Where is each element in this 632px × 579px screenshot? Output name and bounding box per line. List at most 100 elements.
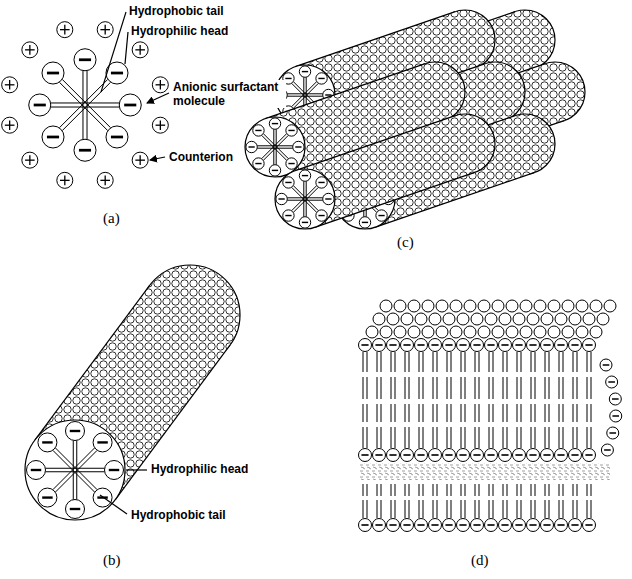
callout-label: Hydrophilic head [150, 462, 249, 476]
hydrophobic-tail [587, 377, 588, 399]
hydrophobic-tail [423, 352, 424, 372]
head-circle [443, 519, 456, 532]
hydrophobic-tail [405, 427, 406, 448]
minus-sign [417, 454, 424, 456]
figure-letter: (d) [470, 552, 490, 569]
head-circle [569, 519, 582, 532]
hydrophobic-tail [363, 484, 364, 496]
head-circle [443, 449, 456, 462]
hydrophobic-tail [503, 500, 504, 518]
hydrophobic-tail [363, 404, 364, 422]
head-circle [415, 339, 428, 352]
hydrophobic-tail [276, 135, 289, 148]
minus-sign [325, 198, 331, 199]
hydrophobic-tail [489, 404, 490, 422]
head-circle [583, 313, 595, 325]
minus-sign [272, 170, 278, 171]
hydrophobic-tail [433, 427, 434, 448]
hydrophobic-tail [377, 427, 378, 448]
hydrophobic-tail [587, 427, 588, 448]
head-circle [253, 125, 264, 136]
hydrophobic-tail [46, 471, 76, 472]
hydrophobic-tail [479, 404, 480, 422]
minus-sign [47, 72, 59, 75]
leader-line [100, 495, 127, 514]
hydrophobic-tail [503, 352, 504, 372]
head-circle [380, 300, 392, 312]
minus-sign [302, 175, 308, 176]
hydrophobic-tail [507, 484, 508, 496]
hydrophobic-tail [363, 427, 364, 448]
hydrophobic-tail [447, 427, 448, 448]
head-circle [513, 313, 525, 325]
minus-sign [111, 136, 123, 139]
head-circle [299, 217, 310, 228]
minus-sign [42, 496, 52, 498]
head-circle [429, 519, 442, 532]
head-circle [436, 326, 448, 338]
minus-sign [318, 182, 324, 183]
hydrophobic-tail [409, 484, 410, 496]
head-circle [471, 449, 484, 462]
hydrophobic-tail [573, 484, 574, 496]
head-circle [401, 313, 413, 325]
hydrophobic-tail [367, 500, 368, 518]
head-circle [485, 449, 498, 462]
hydrophobic-tail [461, 427, 462, 448]
leader-line [126, 469, 147, 470]
hydrophobic-tail [451, 352, 452, 372]
head-circle [548, 326, 560, 338]
minus-sign [571, 524, 578, 526]
minus-sign [285, 78, 291, 79]
hydrophobic-tail [395, 377, 396, 399]
micelle-surface [295, 116, 475, 228]
hydrophobic-tail [517, 377, 518, 399]
hydrophobic-tail [465, 500, 466, 518]
hydrophobic-tail [447, 404, 448, 422]
head-circle [366, 326, 378, 338]
head-circle [527, 449, 540, 462]
minus-sign [431, 344, 438, 346]
hydrophobic-tail [563, 377, 564, 399]
hydrophobic-tail [493, 377, 494, 399]
head-circle [299, 66, 310, 77]
head-circle [408, 300, 420, 312]
head-circle [457, 339, 470, 352]
hydrophobic-tail [419, 484, 420, 496]
counterion-circle [57, 22, 73, 38]
hydrophobic-tail [53, 450, 74, 471]
minus-sign [501, 454, 508, 456]
head-circle [93, 488, 112, 507]
head-circle [401, 519, 414, 532]
counterion-circle [2, 77, 18, 93]
head-circle [443, 339, 456, 352]
micelle-edge [35, 285, 150, 440]
hydrophobic-tail [367, 427, 368, 448]
hydrophobic-tail [263, 148, 276, 161]
hydrophobic-tail [437, 377, 438, 399]
hydrophobic-tail [493, 484, 494, 496]
hydrophobic-tail [591, 427, 592, 448]
hydrophobic-tail [465, 484, 466, 496]
minus-sign [70, 430, 80, 432]
cylindrical-micelle [25, 265, 240, 520]
hydrophobic-tail [489, 352, 490, 372]
figure-letter: (a) [102, 210, 121, 227]
hydrophobic-tail [409, 377, 410, 399]
head-circle [520, 326, 532, 338]
head-circle [555, 519, 568, 532]
minus-sign [603, 364, 610, 366]
head-circle [253, 158, 264, 169]
leader-arrow [150, 157, 165, 160]
head-circle [387, 339, 400, 352]
hydrophobic-tail [451, 377, 452, 399]
head-circle [66, 500, 85, 519]
head-circle [283, 210, 294, 221]
minus-sign [124, 104, 136, 107]
hydrophobic-tail [433, 377, 434, 399]
hydrophobic-tail [503, 404, 504, 422]
minus-sign [302, 71, 308, 72]
hydrophobic-tail [573, 352, 574, 372]
counterion-circle [2, 117, 18, 133]
minus-sign [325, 94, 331, 95]
